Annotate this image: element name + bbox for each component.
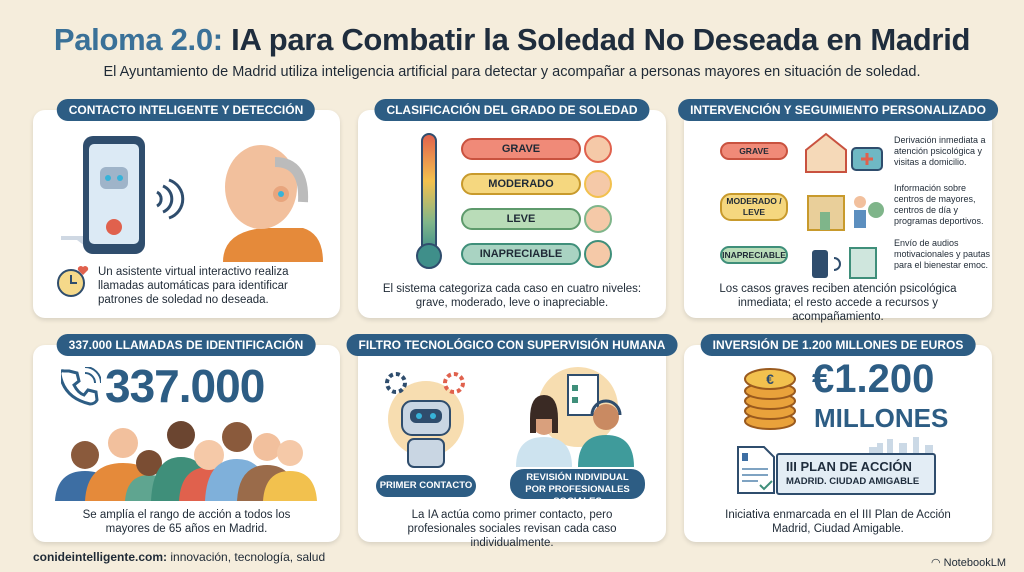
plan-subtitle: MADRID. CIUDAD AMIGABLE (786, 476, 920, 487)
clock-heart-icon (57, 266, 89, 297)
panel-inversion: € €1.200 MILLONES III PLAN DE ACCIÓN MAD… (684, 345, 992, 542)
panel-heading: CLASIFICACIÓN DEL GRADO DE SOLEDAD (374, 99, 650, 121)
plan-title: III PLAN DE ACCIÓN (786, 459, 912, 474)
panel-caption: Un asistente virtual interactivo realiza… (98, 266, 289, 306)
investment-amount: €1.200 (812, 357, 935, 401)
panel-caption: Se amplía el rango de acción a todos los… (82, 509, 291, 535)
level-inapreciable: INAPRECIABLE (461, 243, 581, 265)
panel-caption: Iniciativa enmarcada en el III Plan de A… (725, 509, 951, 535)
panel-heading: FILTRO TECNOLÓGICO CON SUPERVISIÓN HUMAN… (346, 334, 678, 356)
document-icon (737, 446, 775, 494)
page-subtitle: El Ayuntamiento de Madrid utiliza inteli… (103, 64, 921, 80)
footer-site: conideintelligente.com: (33, 550, 168, 564)
intervention-text-moderado: Información sobre centros de mayores, ce… (894, 183, 984, 226)
panel-filtro: PRIMER CONTACTO REVISIÓN INDIVIDUAL POR … (358, 345, 666, 549)
phone-call-icon (61, 367, 101, 406)
panel-heading: CONTACTO INTELIGENTE Y DETECCIÓN (56, 99, 316, 121)
panel-heading: INTERVENCIÓN Y SEGUIMIENTO PERSONALIZADO (678, 99, 998, 121)
brand-label: NotebookLM (943, 557, 1006, 569)
title-main: IA para Combatir la Soledad No Deseada e… (231, 22, 971, 57)
panel-caption: Los casos graves reciben atención psicol… (719, 283, 957, 323)
panel-clasificacion: GRAVE MODERADO LEVE INAPRECIABLE El sist… (358, 110, 666, 318)
intervention-level-grave: GRAVE (720, 142, 788, 160)
footer-source: conideintelligente.com: innovación, tecn… (33, 550, 325, 564)
title-accent: Paloma 2.0: (53, 22, 223, 57)
panel-contacto: Un asistente virtual interactivo realiza… (33, 110, 340, 318)
svg-text:€: € (766, 371, 774, 387)
robot-gears-illustration (385, 372, 465, 468)
thermometer-icon (416, 133, 442, 269)
footer-tags: innovación, tecnología, salud (170, 550, 326, 564)
phone-robot-illustration (61, 136, 323, 262)
intervention-text-inapreciable: Envío de audios motivacionales y pautas … (894, 238, 991, 270)
page-title: Paloma 2.0: IA para Combatir la Soledad … (0, 22, 1024, 58)
panel-caption: La IA actúa como primer contacto, pero p… (407, 509, 617, 549)
panel-intervencion: GRAVE MODERADO / LEVE INAPRECIABLE Deriv… (684, 110, 992, 323)
big-number-calls: 337.000 (105, 360, 265, 412)
panel-heading: 337.000 LLAMADAS DE IDENTIFICACIÓN (56, 334, 316, 356)
level-moderado: MODERADO (461, 173, 581, 195)
city-skyline-icon (869, 437, 933, 453)
intervention-text-grave: Derivación inmediata a atención psicológ… (894, 135, 986, 167)
panel-caption: El sistema categoriza cada caso en cuatr… (382, 283, 642, 309)
intervention-level-inapreciable: INAPRECIABLE (720, 246, 788, 264)
home-visit-icon (805, 132, 884, 279)
investment-unit: MILLONES (814, 403, 949, 433)
plan-box (776, 453, 936, 495)
notebooklm-icon: ◠ (930, 557, 944, 569)
notebooklm-brand: ◠ NotebookLM (931, 556, 1006, 569)
face-icons (584, 135, 612, 268)
label-primer-contacto: PRIMER CONTACTO (376, 475, 476, 497)
social-workers-illustration (516, 367, 634, 467)
level-leve: LEVE (461, 208, 581, 230)
panel-heading: INVERSIÓN DE 1.200 MILLONES DE EUROS (700, 334, 976, 356)
coin-stack-icon: € (744, 368, 796, 430)
intervention-level-moderado-leve: MODERADO / LEVE (720, 193, 788, 221)
level-grave: GRAVE (461, 138, 581, 160)
elderly-group-illustration (55, 421, 317, 501)
label-revision-individual: REVISIÓN INDIVIDUAL POR PROFESIONALES SO… (510, 469, 645, 507)
panel-llamadas: 337.000 Se amplía el rango de acción a t… (33, 345, 340, 542)
